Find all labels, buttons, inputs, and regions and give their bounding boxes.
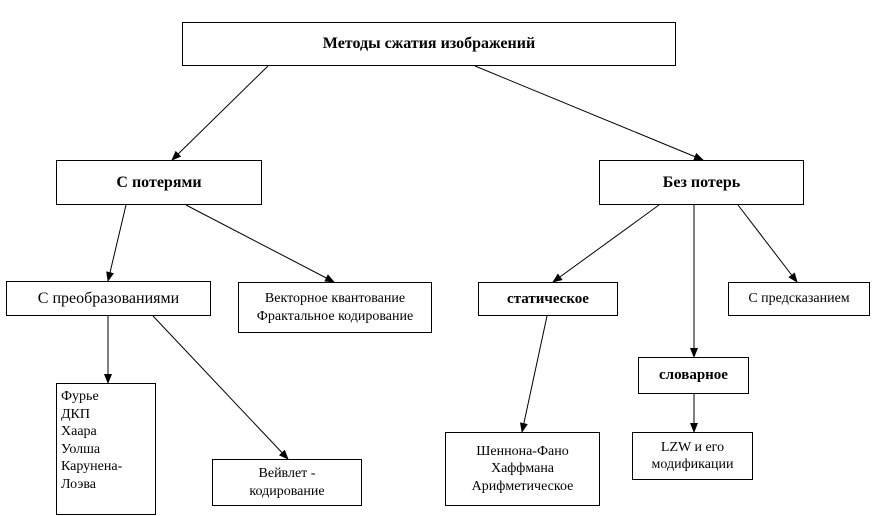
edge-root-lossless bbox=[474, 65, 704, 161]
node-lzw: LZW и его модификации bbox=[632, 432, 753, 480]
node-transform-list-label: Фурье ДКП Хаара Уолша Карунена- Лоэва bbox=[61, 389, 123, 492]
node-static: статическое bbox=[478, 282, 618, 316]
edge-root-lossy bbox=[171, 65, 269, 161]
edge-lossless-static bbox=[552, 204, 660, 283]
node-lossless-label: Без потерь bbox=[662, 173, 741, 191]
node-lossless: Без потерь bbox=[599, 160, 804, 205]
node-root-label: Методы сжатия изображений bbox=[322, 35, 536, 52]
node-dictionary: словарное bbox=[638, 357, 749, 394]
node-transform-list: Фурье ДКП Хаара Уолша Карунена- Лоэва bbox=[56, 383, 156, 515]
node-transforms-label: С преобразованиями bbox=[37, 289, 180, 307]
node-transforms: С преобразованиями bbox=[6, 281, 211, 316]
node-static-label: статическое bbox=[507, 290, 589, 307]
node-entropy-list: Шеннона-Фано Хаффмана Арифметическое bbox=[445, 432, 600, 506]
node-root: Методы сжатия изображений bbox=[182, 22, 676, 66]
edge-lossy-vector bbox=[185, 204, 335, 283]
edge-static-entropy bbox=[519, 315, 548, 433]
edge-transforms-wavelet bbox=[152, 315, 289, 460]
edge-lossy-transforms bbox=[106, 204, 127, 282]
node-dictionary-label: словарное bbox=[659, 367, 728, 384]
node-vector-fractal: Векторное квантование Фрактальное кодиро… bbox=[238, 282, 432, 333]
node-wavelet: Вейвлет - кодирование bbox=[212, 459, 362, 506]
node-lzw-label: LZW и его модификации bbox=[651, 439, 734, 473]
edge-lossless-prediction bbox=[737, 204, 798, 283]
node-entropy-list-label: Шеннона-Фано Хаффмана Арифметическое bbox=[471, 443, 574, 494]
node-lossy-label: С потерями bbox=[116, 173, 202, 191]
node-prediction: С предсказанием bbox=[728, 282, 870, 316]
node-lossy: С потерями bbox=[56, 160, 262, 205]
node-prediction-label: С предсказанием bbox=[748, 291, 850, 307]
node-vector-fractal-label: Векторное квантование Фрактальное кодиро… bbox=[256, 291, 414, 324]
node-wavelet-label: Вейвлет - кодирование bbox=[249, 466, 325, 499]
